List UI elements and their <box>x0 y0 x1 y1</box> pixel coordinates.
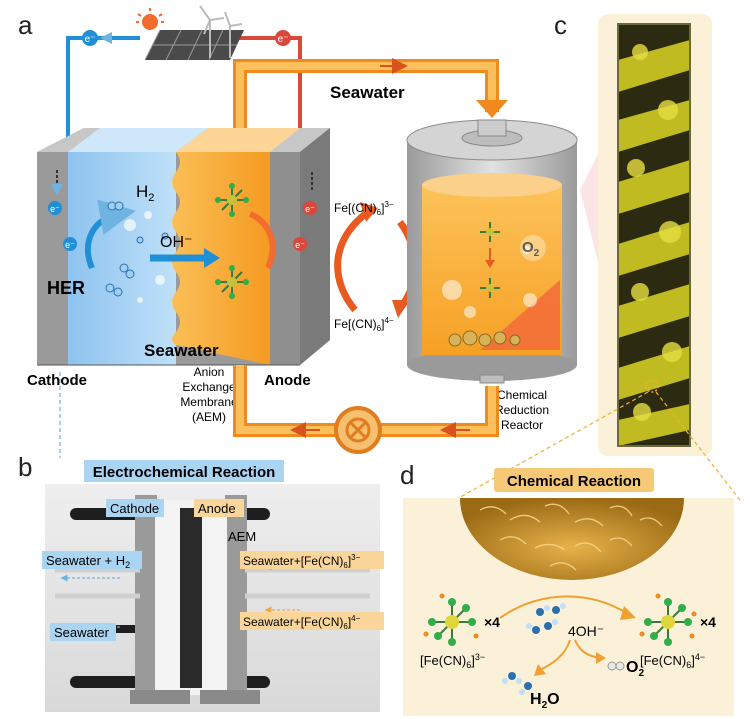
panel-d-letter: d <box>400 460 414 490</box>
anode-label: Anode <box>264 372 311 389</box>
sun-icon <box>136 8 164 30</box>
b-anode-label: Anode <box>198 501 236 516</box>
svg-text:Exchange: Exchange <box>182 380 236 394</box>
d-h2o-label: H2O <box>530 691 560 711</box>
callout-c-d-left <box>454 391 649 501</box>
b-seawater-h2-bg <box>42 551 142 569</box>
seawater-cell-label: Seawater <box>144 341 219 360</box>
column-photo <box>598 14 712 456</box>
panel-b-letter: b <box>18 452 32 482</box>
b-cathode-label: Cathode <box>110 501 159 516</box>
d-oh-label: 4OH⁻ <box>568 623 604 639</box>
b-seawater-bg <box>50 623 116 641</box>
svg-text:Chemical: Chemical <box>497 388 547 402</box>
svg-text:e⁻: e⁻ <box>50 204 60 214</box>
svg-text:e⁻: e⁻ <box>85 34 96 45</box>
catalyst-ball <box>460 498 684 580</box>
d-h2o-molecules <box>502 672 532 695</box>
panel-c-letter: c <box>554 10 567 40</box>
anode-arrow <box>248 211 276 270</box>
electrolyzer-photo <box>45 484 380 712</box>
svg-text:e⁻: e⁻ <box>65 240 75 250</box>
fe-complex-icons <box>215 183 249 299</box>
panel-a-letter: a <box>18 10 33 40</box>
b-cathode-bg <box>106 499 164 517</box>
cathode-label: Cathode <box>27 372 87 389</box>
panel-d-title: Chemical Reaction <box>507 473 641 490</box>
svg-text:(AEM): (AEM) <box>192 410 226 424</box>
reactor-fe-icons <box>480 222 500 298</box>
b-anode-bg <box>194 499 244 517</box>
svg-text:Reduction: Reduction <box>495 403 549 417</box>
panel-d-title-bg <box>494 468 654 492</box>
b-aem-label: AEM <box>228 529 256 544</box>
svg-text:e⁻: e⁻ <box>278 34 289 45</box>
her-arrow <box>84 199 136 270</box>
callout-c-d-right <box>655 391 741 501</box>
svg-text:Membrane: Membrane <box>180 395 238 409</box>
svg-text:e⁻: e⁻ <box>305 204 315 214</box>
wind-turbine-icon <box>199 5 243 58</box>
b-fe4-bg <box>240 612 384 630</box>
d-x4-left: ×4 <box>484 614 500 630</box>
panel-b-title: Electrochemical Reaction <box>93 464 276 481</box>
b-fe4-label: Seawater+[Fe(CN)6]4− <box>243 614 361 631</box>
d-oh-molecules <box>526 603 566 634</box>
external-circuit: e⁻ e⁻ <box>66 30 302 160</box>
d-o2-molecule <box>607 661 625 671</box>
svg-text:Reactor: Reactor <box>501 418 543 432</box>
svg-text:Anion: Anion <box>194 365 225 379</box>
b-fe3-label: Seawater+[Fe(CN)6]3− <box>243 553 361 570</box>
oh-label: OH⁻ <box>160 234 192 251</box>
her-label: HER <box>47 278 85 298</box>
bubbles <box>124 211 165 303</box>
callout-a-c <box>580 150 600 270</box>
solar-panel-icon <box>144 29 244 61</box>
seawater-pipe-top <box>233 58 508 140</box>
oxidation-arrow <box>334 209 371 313</box>
aem-label: Anion Exchange Membrane (AEM) <box>180 365 238 424</box>
pump-icon <box>334 406 382 454</box>
reactor-label: Chemical Reduction Reactor <box>495 388 549 432</box>
d-x4-right: ×4 <box>700 614 716 630</box>
b-seawater-h2-label: Seawater + H2 <box>46 553 130 570</box>
d-reaction-arrow <box>499 595 629 619</box>
fe3-label: Fe[(CN)6]3− <box>334 200 394 217</box>
svg-text:e⁻: e⁻ <box>295 240 305 250</box>
b-fe3-bg <box>240 551 384 569</box>
d-h2o-arrow <box>539 639 571 671</box>
electron-icons: e⁻ e⁻ e⁻ e⁻ <box>48 170 317 251</box>
seawater-top-label: Seawater <box>330 83 405 102</box>
d-fe4-icon <box>639 593 697 646</box>
d-fe3-icon <box>423 593 479 646</box>
panel-b-title-bg <box>84 460 284 482</box>
fe4-label: Fe[(CN)6]4− <box>334 316 394 333</box>
chemical-reduction-reactor <box>406 119 578 384</box>
h2-molecules <box>105 201 169 297</box>
b-seawater-label: Seawater <box>54 625 110 640</box>
